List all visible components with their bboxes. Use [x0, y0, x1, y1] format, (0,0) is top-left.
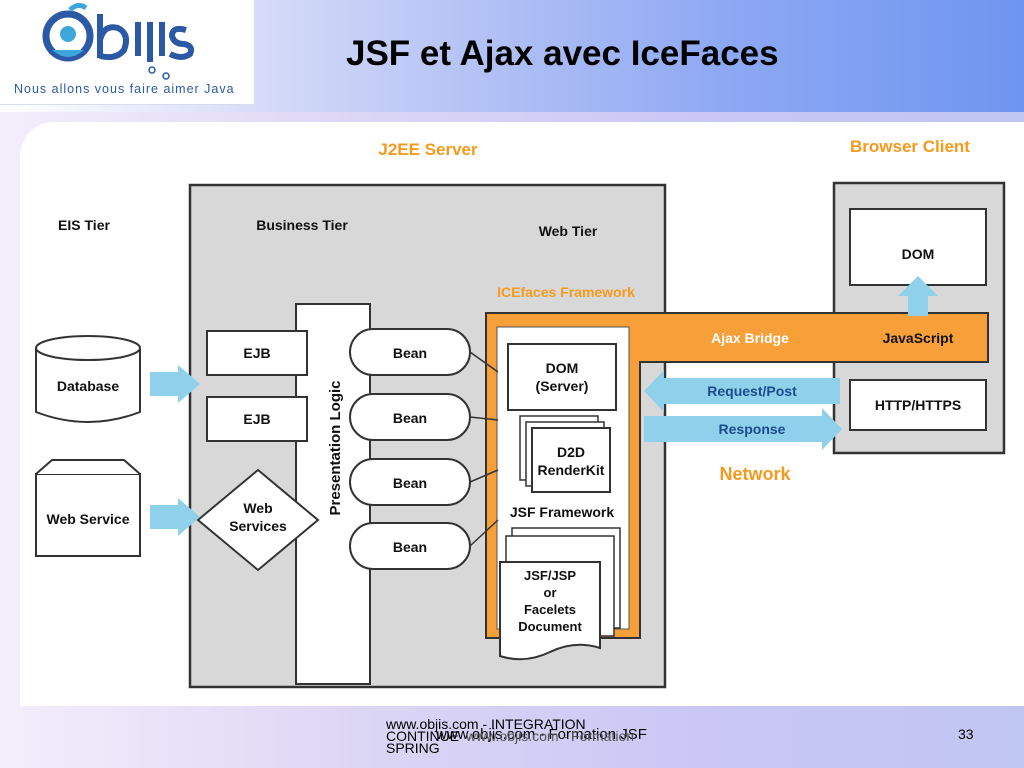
web-tier-label: Web Tier [539, 223, 598, 239]
dom-server-box [507, 343, 617, 411]
footer-overlay: www.objis.com - Formation JSF [436, 726, 647, 743]
web-services-label-line2: Services [229, 518, 287, 534]
database-label: Database [57, 378, 119, 394]
javascript-label: JavaScript [883, 330, 954, 346]
web-services-diamond [196, 468, 320, 572]
jsf-doc-line4: Document [518, 619, 582, 634]
ejb-box-2 [206, 396, 308, 442]
ejb-box-1 [206, 330, 308, 376]
bean-label-1: Bean [393, 345, 427, 361]
response-label: Response [719, 421, 786, 437]
business-tier-label: Business Tier [256, 217, 348, 233]
dom-server-label-line1: DOM [546, 360, 579, 376]
jsf-framework-label: JSF Framework [510, 504, 614, 520]
web-service-arrow [150, 498, 200, 536]
http-https-label: HTTP/HTTPS [875, 397, 961, 413]
jsf-doc-line2: or [544, 585, 557, 600]
web-service-icon [35, 459, 141, 557]
request-post-label: Request/Post [707, 383, 797, 399]
bean-label-2: Bean [393, 410, 427, 426]
dom-server-label-line2: (Server) [536, 378, 589, 394]
logo: Nous allons vous faire aimer Java [0, 0, 255, 105]
dom-client-label: DOM [902, 246, 935, 262]
footer-line-2: SPRING [386, 740, 440, 756]
d2d-renderkit-box [531, 427, 611, 493]
jsf-document-shape [499, 561, 601, 661]
database-icon [35, 335, 141, 423]
http-https-box [849, 379, 987, 431]
bean-label-4: Bean [393, 539, 427, 555]
javascript-to-dom-arrow [898, 276, 938, 316]
page-number: 33 [958, 726, 974, 742]
eis-tier-label: EIS Tier [58, 217, 110, 233]
footer-line-1b: CONTINUE [386, 728, 460, 744]
ejb-label-2: EJB [243, 411, 270, 427]
icefaces-framework-label: ICEfaces Framework [497, 284, 635, 300]
jsf-doc-line3: Facelets [524, 602, 576, 617]
d2d-label-line2: RenderKit [538, 462, 605, 478]
request-post-arrow [644, 370, 840, 412]
bean-connector-lines [469, 351, 499, 547]
ajax-bridge-label: Ajax Bridge [711, 330, 789, 346]
network-label: Network [719, 464, 791, 484]
web-service-label: Web Service [46, 511, 129, 527]
presentation-logic-label: Presentation Logic [327, 380, 344, 515]
j2ee-server-label: J2EE Server [378, 140, 478, 159]
objis-logo-icon [42, 2, 195, 80]
web-services-label-line1: Web [243, 500, 272, 516]
jsf-doc-line1: JSF/JSP [524, 568, 576, 583]
footer-line-1a: www.objis.com - INTEGRATION [386, 716, 586, 732]
d2d-label-line1: D2D [557, 444, 585, 460]
browser-client-label: Browser Client [850, 137, 970, 156]
footer-line-1c: www.objis.com - Formation [466, 728, 635, 744]
response-arrow [644, 408, 842, 450]
dom-client-box [849, 208, 987, 286]
bean-label-3: Bean [393, 475, 427, 491]
slide-title: JSF et Ajax avec IceFaces [346, 34, 779, 73]
database-arrow [150, 365, 200, 403]
logo-slogan: Nous allons vous faire aimer Java [14, 82, 235, 96]
ejb-label-1: EJB [243, 345, 270, 361]
